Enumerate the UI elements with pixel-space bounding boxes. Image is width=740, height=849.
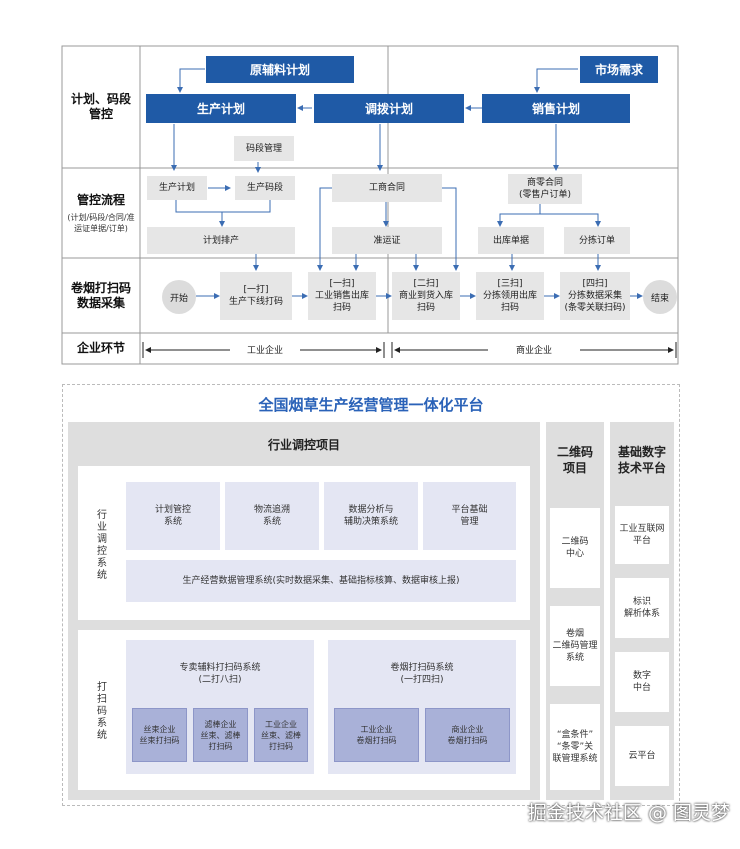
row-label-scan: 卷烟打扫码数据采集 [70, 280, 131, 310]
auxiliary-scan-title: 专卖辅料打扫码系统 (二打八扫) [179, 663, 261, 685]
aux-item-tow-enterprise: 丝束企业 丝束打扫码 [132, 708, 187, 762]
commerce-enterprise-label: 商业企业 [488, 343, 580, 357]
row-label-flow: 管控流程 (计划/码段/合同/准运证单据/订单) [67, 192, 135, 233]
qrcode-title: 二维码 项目 [556, 445, 593, 475]
end-node: 结束 [643, 280, 677, 314]
aux-item-filter-enterprise: 滤棒企业 丝束、滤棒 打扫码 [193, 708, 248, 762]
scan-system-label: 打扫码系统 [97, 682, 107, 741]
scan-step-2-box: [一扫] 工业销售出库 扫码 [308, 272, 376, 320]
scan-step-4-box: [三扫] 分拣领用出库 扫码 [476, 272, 544, 320]
digital-middle-platform-box: 数字 中台 [615, 652, 669, 712]
outbound-doc-box: 出库单据 [478, 227, 544, 254]
scan-step-5-box: [四扫] 分拣数据采集 (条零关联扫码) [560, 272, 630, 320]
module-data-analysis: 数据分析与 辅助决策系统 [324, 482, 418, 550]
start-node: 开始 [162, 280, 196, 314]
plan-schedule-box: 计划排产 [147, 227, 295, 254]
code-segment-mgmt-box: 码段管理 [234, 136, 294, 161]
arrow-raw-to-production [177, 68, 205, 93]
flow-production-code-box: 生产码段 [235, 176, 295, 200]
watermark-text: 掘金技术社区 @ 图灵梦 [527, 802, 730, 824]
market-demand-box: 市场需求 [580, 56, 658, 83]
allocation-plan-box: 调拨计划 [314, 94, 464, 123]
sales-plan-box: 销售计划 [482, 94, 630, 123]
qrcode-center-box: 二维码 中心 [550, 508, 600, 588]
arrow-market-to-sales [534, 68, 578, 93]
arrow-retail-to-sorting [540, 213, 601, 227]
scan-step-3-box: [二扫] 商业到货入库 扫码 [392, 272, 460, 320]
industry-enterprise-label: 工业企业 [230, 343, 300, 357]
production-plan-box: 生产计划 [146, 94, 296, 123]
module-logistics-trace: 物流追溯 系统 [225, 482, 319, 550]
regulation-system-label: 行业调控系统 [97, 510, 107, 581]
production-data-mgmt-box: 生产经营数据管理系统(实时数据采集、基础指标核算、数据审核上报) [126, 560, 516, 602]
digital-tech-title: 基础数字 技术平台 [617, 445, 666, 475]
cigarette-scan-title: 卷烟打扫码系统 (一打四扫) [390, 663, 454, 685]
retail-contract-box: 商零合同 (零售户订单) [508, 174, 582, 204]
industrial-internet-box: 工业互联网 平台 [615, 506, 669, 564]
cloud-platform-box: 云平台 [615, 726, 669, 786]
regulation-title: 行业调控项目 [267, 438, 340, 452]
cig-item-commerce: 商业企业 卷烟打扫码 [425, 708, 510, 762]
industry-commerce-contract-box: 工商合同 [332, 174, 442, 202]
arrow-contract-to-s3 [442, 187, 459, 271]
arrow-contract-to-s2 [317, 187, 332, 271]
platform-title: 全国烟草生产经营管理一体化平台 [258, 396, 484, 414]
line-flow-join [175, 200, 271, 213]
cigarette-qrcode-mgmt-box: 卷烟 二维码管理 系统 [550, 606, 600, 686]
arrow-retail-to-outbound [497, 204, 541, 227]
module-platform-base: 平台基础 管理 [423, 482, 516, 550]
module-plan-control: 计划管控 系统 [126, 482, 220, 550]
raw-material-plan-box: 原辅料计划 [206, 56, 354, 83]
grid-border [61, 45, 679, 365]
cig-item-industry: 工业企业 卷烟打扫码 [334, 708, 419, 762]
scan-step-1-box: [一打] 生产下线打码 [220, 272, 292, 320]
row-label-plan: 计划、码段管控 [71, 92, 132, 121]
row-label-enterprise: 企业环节 [76, 341, 125, 355]
top-diagram-lines [61, 45, 679, 365]
box-strip-relation-box: “盒条件” “条零”关 联管理系统 [550, 704, 600, 790]
sorting-order-box: 分拣订单 [564, 227, 630, 254]
flow-production-plan-box: 生产计划 [147, 176, 207, 200]
identifier-resolution-box: 标识 解析体系 [615, 578, 669, 638]
transport-permit-box: 准运证 [332, 227, 442, 254]
aux-item-industry-enterprise: 工业企业 丝束、滤棒 打扫码 [254, 708, 308, 762]
